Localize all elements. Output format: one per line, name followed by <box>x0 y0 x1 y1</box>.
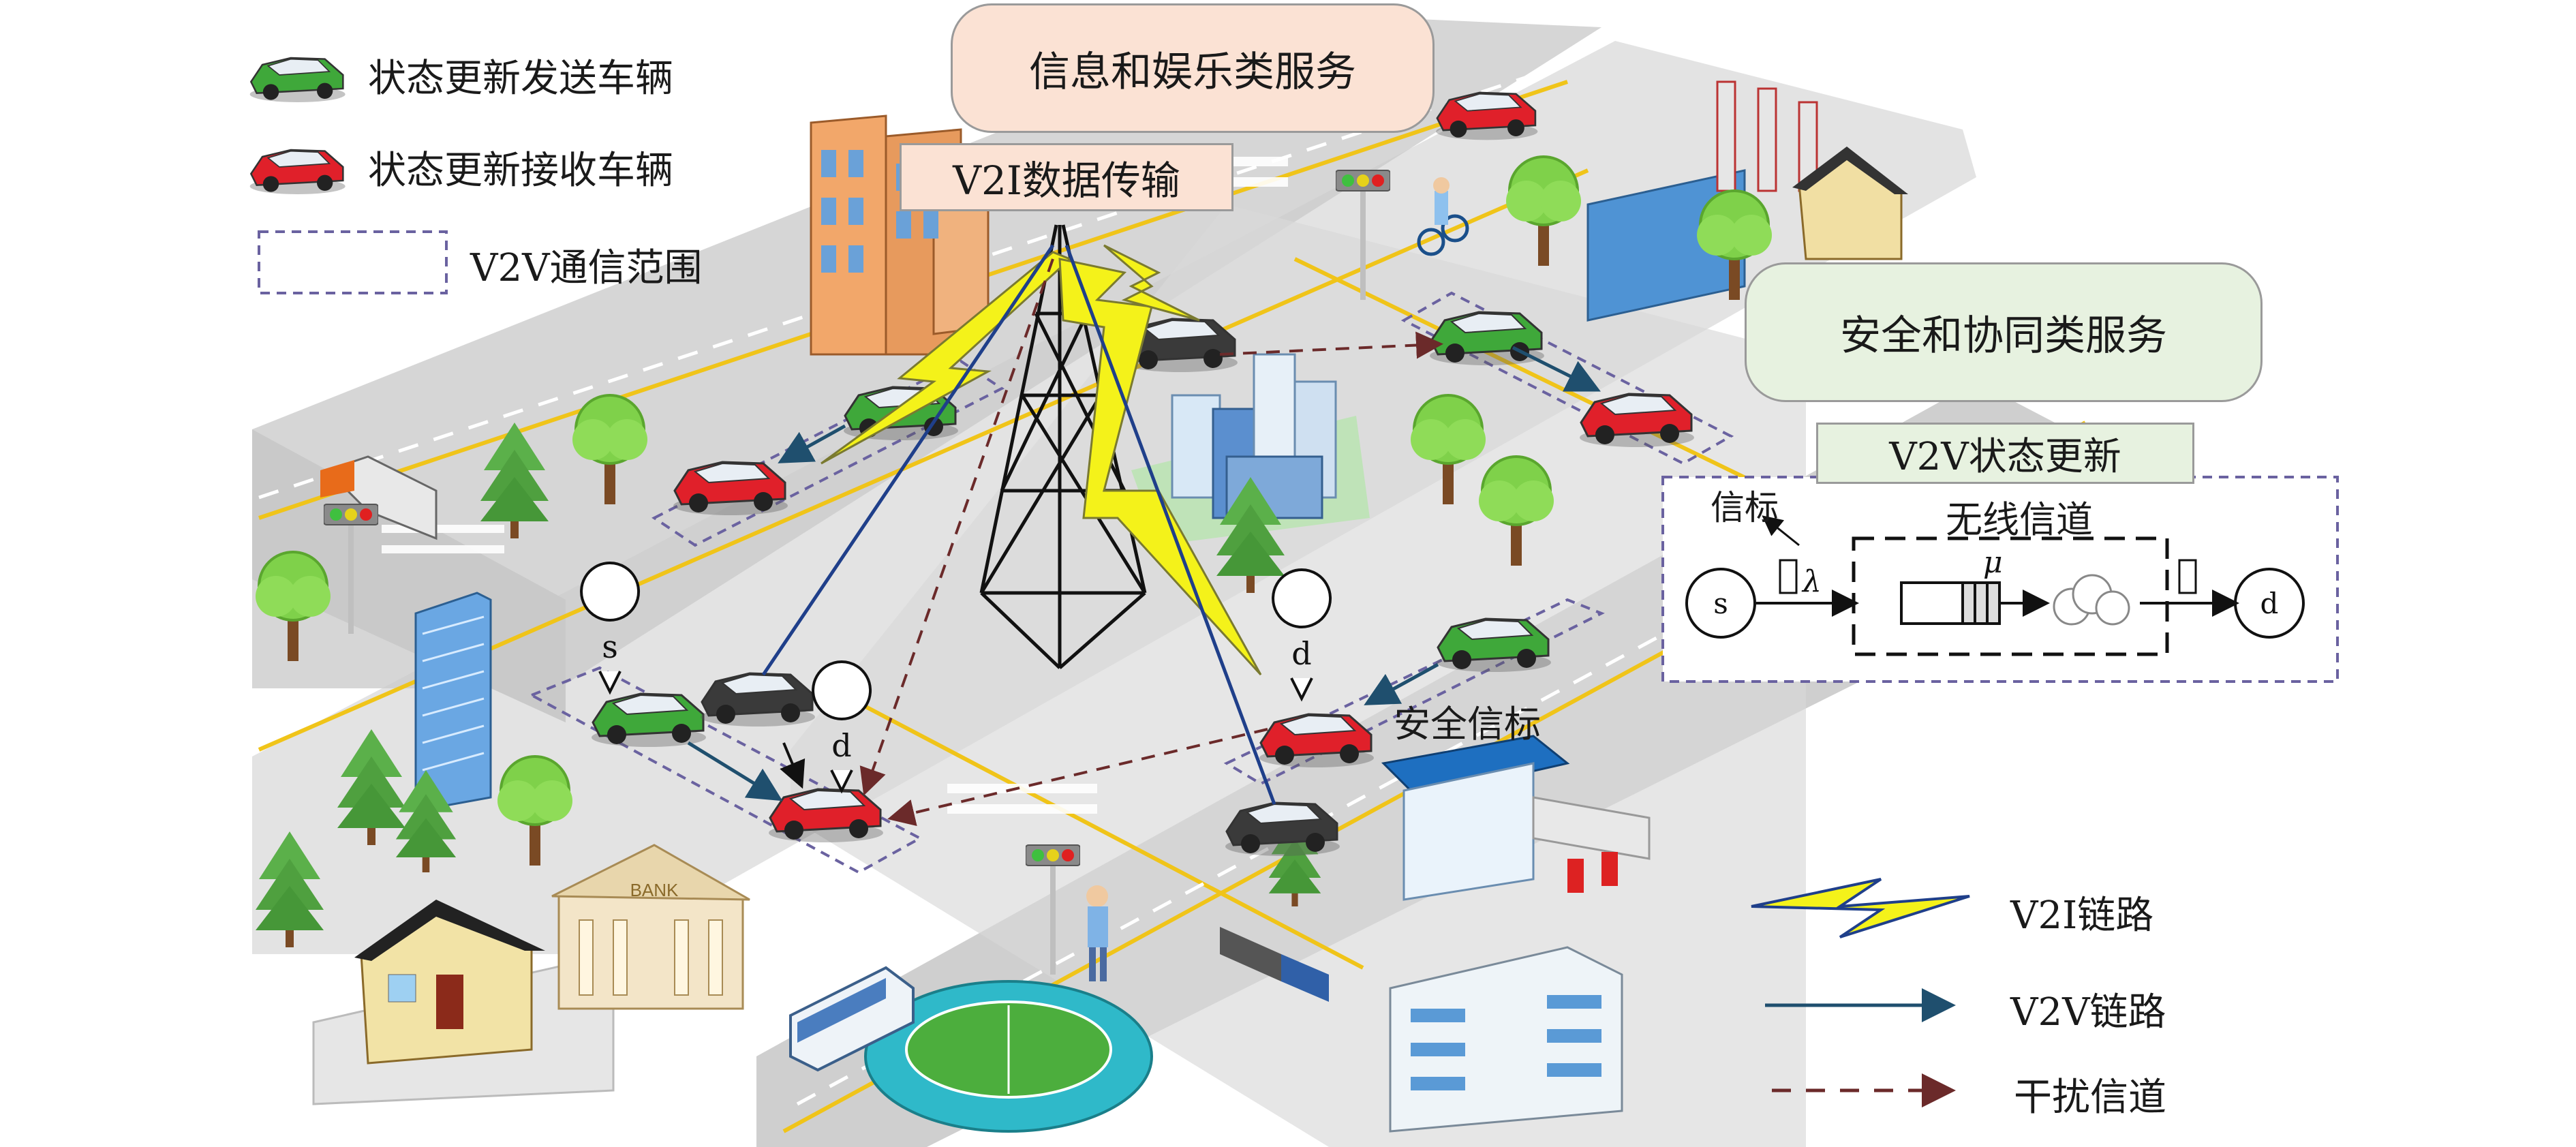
black-arrows <box>780 742 806 789</box>
queue-beacon-label: 信标 <box>1711 488 1779 527</box>
legend-v2i-label: V2I链路 <box>2010 893 2154 938</box>
legend-interference-label: 干扰信道 <box>2014 1075 2166 1120</box>
queue-buffer <box>1900 581 2001 625</box>
building-glass-tower <box>414 592 492 812</box>
cyclist <box>1417 177 1469 256</box>
building-gas-station <box>1381 735 1651 901</box>
building-office-bottom <box>1389 946 1623 1133</box>
queue-lambda: λ <box>1801 564 1822 599</box>
stadium <box>864 980 1153 1133</box>
safety-beacon-label: 安全信标 <box>1394 703 1541 746</box>
interference-arrows <box>859 258 1443 827</box>
infotainment-label: 信息和娱乐类服务 <box>1029 48 1356 96</box>
building-bank: BANK <box>551 844 750 1010</box>
queue-source-label: s <box>1713 587 1728 620</box>
v2i-data-label: V2I数据传输 <box>953 157 1180 204</box>
legend-range-label: V2V通信范围 <box>470 246 703 290</box>
truck-left <box>320 455 438 540</box>
queue-dest-label: d <box>2260 587 2279 620</box>
truck-bottom <box>1220 927 1329 1002</box>
legend-bottom-graphics <box>1751 878 1970 1107</box>
legend-v2v-label: V2V链路 <box>2010 990 2166 1035</box>
bus <box>789 966 915 1072</box>
legend-range-box <box>258 230 448 294</box>
pin-markers <box>580 562 1332 794</box>
safety-services-label: 安全和协同类服务 <box>1840 312 2167 360</box>
v2i-data-box: V2I数据传输 <box>900 143 1233 211</box>
building-house-left <box>354 900 545 1065</box>
v2v-update-box: V2V状态更新 <box>1816 423 2194 484</box>
v2v-update-label: V2V状态更新 <box>1889 434 2121 479</box>
pedestrian <box>1086 885 1108 981</box>
legend-sender-label: 状态更新发送车辆 <box>368 57 673 101</box>
infotainment-bubble: 信息和娱乐类服务 <box>951 3 1435 133</box>
v2v-arrows <box>687 346 1601 801</box>
v2i-lines <box>761 244 1276 805</box>
queue-model: s d λ μ <box>1661 476 2339 683</box>
channel-cloud <box>2053 574 2130 626</box>
marker-d2-label: d <box>1291 635 1311 672</box>
bank-sign: BANK <box>630 880 679 900</box>
queue-source-node <box>1685 568 1756 639</box>
safety-services-bubble: 安全和协同类服务 <box>1745 262 2263 402</box>
marker-d1-label: d <box>831 727 851 764</box>
marker-s-label: s <box>602 628 618 665</box>
queue-channel-label: 无线信道 <box>1946 498 2093 541</box>
legend-receiver-label: 状态更新接收车辆 <box>368 149 673 193</box>
queue-mu: μ <box>1983 545 2003 580</box>
